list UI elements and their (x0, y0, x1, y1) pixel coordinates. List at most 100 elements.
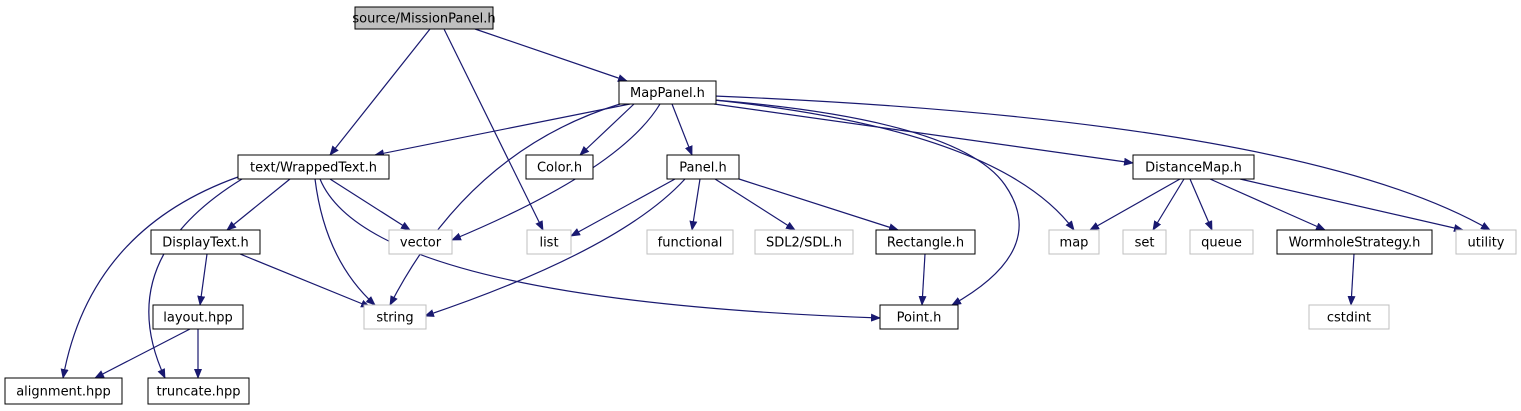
node-label: layout.hpp (163, 311, 232, 326)
node-queue: queue (1189, 229, 1254, 255)
edge-map-panel-to-point (713, 99, 1020, 306)
node-box (1132, 154, 1255, 180)
node-box (237, 154, 390, 180)
node-box (152, 304, 244, 330)
edge-display-text-to-layout (197, 253, 208, 306)
node-box (147, 377, 250, 405)
edge-panel-to-sdl (714, 178, 796, 231)
edge-map-panel-to-color (579, 103, 635, 156)
edge-distance-map-to-set (1152, 178, 1185, 231)
node-label: WormholeStrategy.h (1289, 236, 1421, 251)
edge-mission-panel-to-list (443, 28, 544, 231)
node-string: string (363, 304, 427, 330)
node-point[interactable]: Point.h (879, 304, 959, 330)
node-cstdint: cstdint (1308, 304, 1390, 330)
node-box (354, 6, 494, 30)
node-vector: vector (388, 229, 453, 255)
edge-distance-map-to-map (1089, 178, 1181, 231)
node-box (1122, 229, 1167, 255)
edge-wormhole-to-cstdint (1347, 253, 1356, 306)
node-display-text[interactable]: DisplayText.h (150, 229, 261, 255)
node-label: alignment.hpp (16, 385, 111, 400)
node-box (1308, 304, 1390, 330)
edge-panel-to-rectangle (738, 178, 899, 232)
edge-mission-panel-to-map-panel (474, 28, 628, 82)
edge-wrapped-text-to-display-text (226, 178, 291, 231)
edge-mission-panel-to-wrapped-text (329, 28, 431, 156)
node-color[interactable]: Color.h (525, 154, 594, 180)
node-box (879, 304, 959, 330)
edge-map-panel-to-string (389, 103, 621, 306)
edge-distance-map-to-queue (1189, 178, 1213, 231)
node-box (618, 80, 717, 105)
edge-map-panel-to-panel (671, 103, 693, 156)
edge-wrapped-text-to-point (319, 178, 881, 322)
node-label: SDL2/SDL.h (766, 236, 842, 251)
node-box (1048, 229, 1100, 255)
edge-wrapped-text-to-string (314, 178, 376, 306)
node-box (150, 229, 261, 255)
node-label: functional (658, 236, 723, 251)
node-box (525, 154, 594, 180)
node-label: DisplayText.h (162, 236, 249, 251)
node-box (363, 304, 427, 330)
node-label: truncate.hpp (156, 385, 240, 400)
node-label: Color.h (537, 161, 582, 176)
node-label: MapPanel.h (630, 86, 705, 101)
edge-map-panel-to-utility (713, 95, 1491, 231)
node-box (4, 377, 123, 405)
node-box (388, 229, 453, 255)
node-map-panel[interactable]: MapPanel.h (618, 80, 717, 105)
node-label: queue (1201, 236, 1242, 251)
edge-map-panel-to-map (713, 99, 1075, 231)
node-rectangle[interactable]: Rectangle.h (875, 229, 976, 255)
node-alignment[interactable]: alignment.hpp (4, 377, 123, 405)
node-box (526, 229, 572, 255)
edge-wrapped-text-to-vector (329, 178, 411, 231)
node-truncate[interactable]: truncate.hpp (147, 377, 250, 405)
node-box (1276, 229, 1433, 255)
node-label: cstdint (1327, 311, 1371, 326)
node-distance-map[interactable]: DistanceMap.h (1132, 154, 1255, 180)
node-mission-panel[interactable]: source/MissionPanel.h (352, 6, 496, 30)
edge-panel-to-list (570, 178, 676, 237)
node-box (666, 154, 740, 180)
node-sdl: SDL2/SDL.h (754, 229, 854, 255)
edge-distance-map-to-wormhole (1209, 178, 1326, 231)
edges-layer (60, 28, 1491, 379)
edge-wrapped-text-to-alignment (60, 176, 239, 379)
node-layout[interactable]: layout.hpp (152, 304, 244, 330)
node-wrapped-text[interactable]: text/WrappedText.h (237, 154, 390, 180)
node-label: source/MissionPanel.h (352, 12, 495, 27)
edge-panel-to-string (424, 178, 686, 317)
edge-distance-map-to-utility (1239, 178, 1464, 232)
node-list: list (526, 229, 572, 255)
edge-map-panel-to-wrapped-text (374, 103, 631, 158)
node-box (1189, 229, 1254, 255)
node-label: Panel.h (679, 161, 726, 176)
node-box (875, 229, 976, 255)
node-label: DistanceMap.h (1145, 161, 1242, 176)
edge-wrapped-text-to-truncate (148, 178, 243, 379)
edge-rectangle-to-point (918, 253, 927, 306)
node-label: string (376, 311, 413, 326)
node-utility: utility (1455, 229, 1517, 255)
node-panel[interactable]: Panel.h (666, 154, 740, 180)
node-label: vector (400, 236, 442, 251)
node-wormhole[interactable]: WormholeStrategy.h (1276, 229, 1433, 255)
node-label: Rectangle.h (887, 236, 964, 251)
node-label: utility (1468, 236, 1505, 251)
node-label: list (539, 236, 558, 251)
node-box (754, 229, 854, 255)
node-box (646, 229, 734, 255)
node-map: map (1048, 229, 1100, 255)
node-box (1455, 229, 1517, 255)
node-label: map (1060, 236, 1089, 251)
node-functional: functional (646, 229, 734, 255)
node-label: text/WrappedText.h (250, 161, 377, 176)
node-label: set (1135, 236, 1155, 251)
edge-display-text-to-string (239, 253, 371, 308)
node-set: set (1122, 229, 1167, 255)
edge-map-panel-to-distance-map (713, 103, 1134, 166)
